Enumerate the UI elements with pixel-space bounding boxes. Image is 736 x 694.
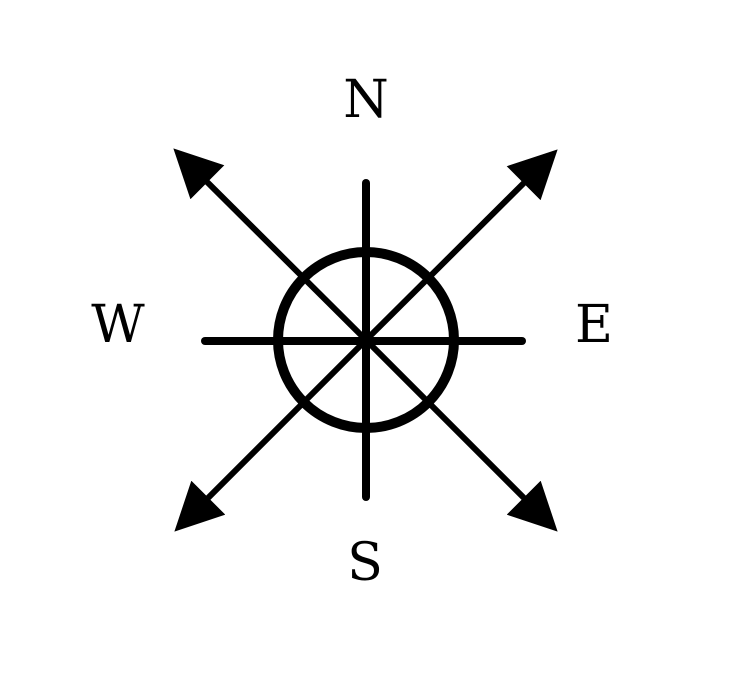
- east-label: E: [575, 295, 613, 355]
- west-label: W: [91, 295, 145, 355]
- southeast-arrow: [363, 337, 558, 532]
- southwest-arrow: [174, 337, 369, 532]
- northeast-arrow: [363, 149, 558, 343]
- north-label: N: [343, 70, 389, 130]
- northwest-arrow: [173, 148, 369, 343]
- south-label: S: [347, 533, 383, 593]
